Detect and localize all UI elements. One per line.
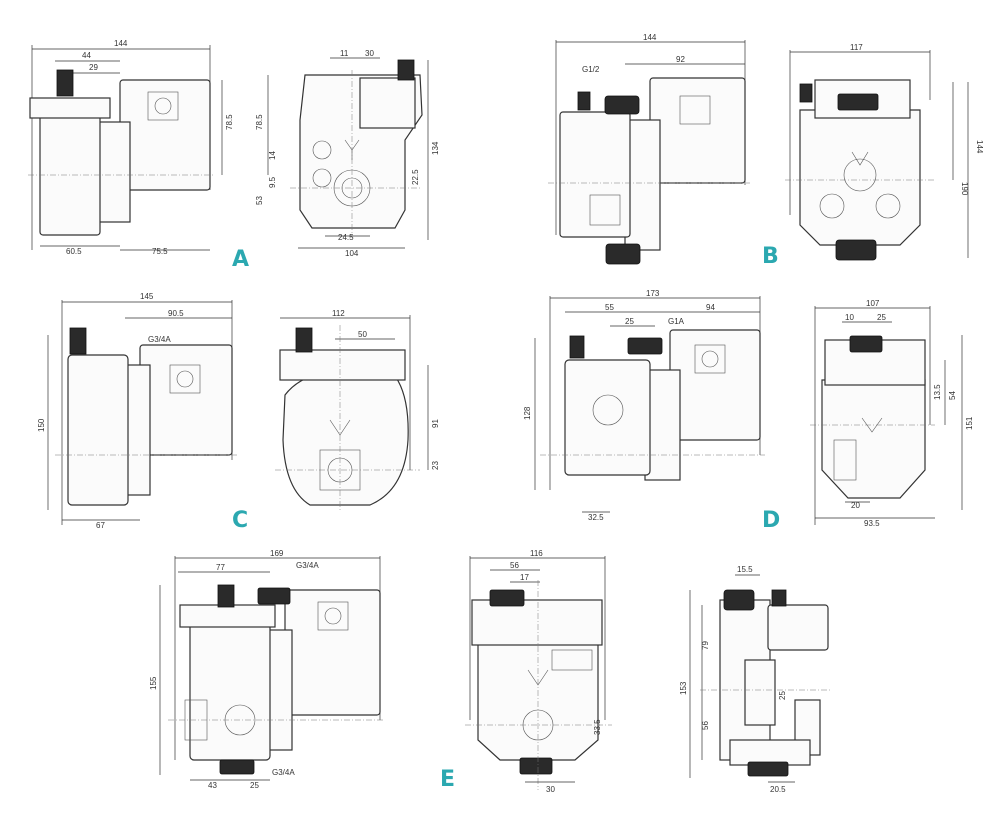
dim-c-front-112: 112 xyxy=(332,309,345,318)
dim-a-front-53: 53 xyxy=(255,196,264,205)
dim-e-right-20-5: 20.5 xyxy=(770,785,786,794)
pump-d-side-view: 173 55 94 25 G1A 128 32.5 xyxy=(523,289,765,522)
dim-a-side-60-5: 60.5 xyxy=(66,247,82,256)
dim-e-side-77: 77 xyxy=(216,563,225,572)
dim-d-front-151: 151 xyxy=(965,416,974,430)
dim-d-front-13-5: 13.5 xyxy=(933,384,942,400)
pump-e-side-view: 169 77 G3/4A 155 43 25 G3/4A xyxy=(149,549,385,790)
dim-d-front-20: 20 xyxy=(851,501,860,510)
dim-d-side-25: 25 xyxy=(625,317,634,326)
dim-e-right-15-5: 15.5 xyxy=(737,565,753,574)
pump-a-front-view: 11 30 78.5 134 14 9.5 53 22.5 24.5 104 xyxy=(255,49,440,258)
dim-a-side-75-5: 75.5 xyxy=(152,247,168,256)
pump-a-side-view: 144 44 29 78.5 60.5 75.5 xyxy=(28,39,234,256)
dim-b-side-144: 144 xyxy=(643,33,657,42)
dim-a-front-11: 11 xyxy=(340,49,349,58)
dim-c-side-150: 150 xyxy=(37,418,46,432)
note-d-side-thread: G1A xyxy=(668,317,685,326)
dim-b-front-190: 190 xyxy=(960,182,969,196)
pump-e-right-view: 15.5 153 79 56 25 20.5 xyxy=(679,565,830,794)
pump-c-side-view: 145 90.5 G3/4A 150 67 xyxy=(37,292,238,530)
dim-e-right-56: 56 xyxy=(701,721,710,730)
dim-d-side-55: 55 xyxy=(605,303,614,312)
pump-c-front-view: 112 50 91 23 xyxy=(275,309,440,512)
pump-b-side-view: 144 92 G1/2 xyxy=(548,33,750,265)
dim-d-side-32-5: 32.5 xyxy=(588,513,604,522)
dim-c-front-23: 23 xyxy=(431,461,440,470)
dim-a-front-134: 134 xyxy=(431,141,440,155)
dim-a-front-9-5: 9.5 xyxy=(268,176,277,188)
dim-d-side-173: 173 xyxy=(646,289,660,298)
dim-e-side-25: 25 xyxy=(250,781,259,790)
dim-a-side-78-5: 78.5 xyxy=(225,114,234,130)
dim-e-right-153: 153 xyxy=(679,681,688,695)
dim-b-front-117: 117 xyxy=(850,43,863,52)
dim-e-front-56: 56 xyxy=(510,561,519,570)
dim-b-side-92: 92 xyxy=(676,55,685,64)
note-e-side-thread-bottom: G3/4A xyxy=(272,768,295,777)
label-b: B xyxy=(762,244,779,269)
dim-d-front-25: 25 xyxy=(877,313,886,322)
dim-c-side-67: 67 xyxy=(96,521,105,530)
pump-e-front-view: 116 56 17 33.5 30 xyxy=(465,549,612,794)
dim-a-front-30: 30 xyxy=(365,49,374,58)
dim-a-side-144: 144 xyxy=(114,39,128,48)
dim-e-right-25: 25 xyxy=(778,691,787,700)
dim-e-front-17: 17 xyxy=(520,573,529,582)
dim-e-side-155: 155 xyxy=(149,676,158,690)
dim-d-side-128: 128 xyxy=(523,406,532,420)
dim-a-front-22-5: 22.5 xyxy=(411,169,420,185)
dim-a-front-24-5: 24.5 xyxy=(338,233,354,242)
dim-c-front-91: 91 xyxy=(431,419,440,428)
pump-b-front-view: 117 190 144 xyxy=(785,43,984,261)
dim-a-side-44: 44 xyxy=(82,51,91,60)
dim-d-side-94: 94 xyxy=(706,303,715,312)
dim-e-front-33-5: 33.5 xyxy=(593,719,602,735)
note-b-side-thread: G1/2 xyxy=(582,65,600,74)
dim-a-front-14: 14 xyxy=(268,151,277,160)
dim-e-front-30: 30 xyxy=(546,785,555,794)
dim-c-side-145: 145 xyxy=(140,292,154,301)
label-e: E xyxy=(440,767,455,792)
label-c: C xyxy=(232,508,248,533)
dim-b-front-144: 144 xyxy=(975,140,984,154)
dim-d-front-54: 54 xyxy=(948,391,957,400)
note-c-side-thread: G3/4A xyxy=(148,335,171,344)
note-e-side-thread-top: G3/4A xyxy=(296,561,319,570)
dim-a-side-29: 29 xyxy=(89,63,98,72)
label-a: A xyxy=(232,247,249,272)
dim-e-side-169: 169 xyxy=(270,549,284,558)
dim-e-right-79: 79 xyxy=(701,641,710,650)
dim-e-side-43: 43 xyxy=(208,781,217,790)
dim-d-front-10: 10 xyxy=(845,313,854,322)
dim-d-front-107: 107 xyxy=(866,299,880,308)
dim-a-front-78-5: 78.5 xyxy=(255,114,264,130)
dim-d-front-93-5: 93.5 xyxy=(864,519,880,528)
dim-c-front-50: 50 xyxy=(358,330,367,339)
label-d: D xyxy=(762,508,780,533)
dim-a-front-104: 104 xyxy=(345,249,359,258)
pump-d-front-view: 107 10 25 13.5 54 151 20 93.5 xyxy=(810,299,974,528)
dim-e-front-116: 116 xyxy=(530,549,543,558)
dim-c-side-90-5: 90.5 xyxy=(168,309,184,318)
